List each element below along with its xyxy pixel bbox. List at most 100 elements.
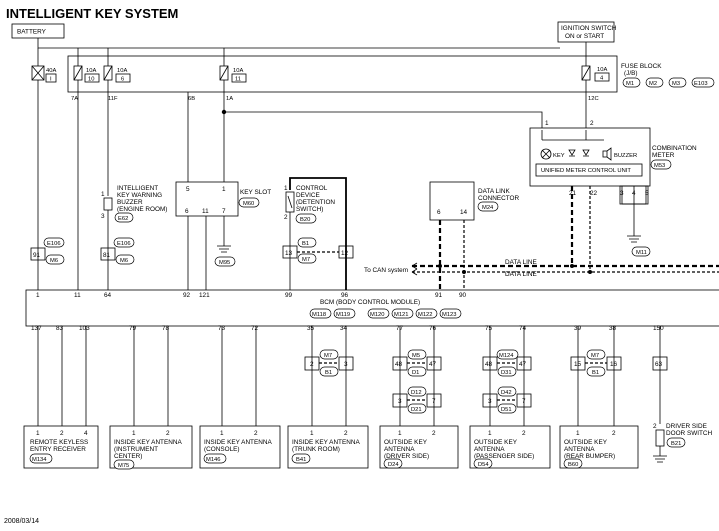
mid-junction-code: D31 — [501, 370, 512, 376]
bcm-pin-top: 64 — [104, 292, 112, 299]
mid-junction: 48 47 M124 D31 — [482, 349, 532, 377]
bcm-connector: M120 — [370, 312, 385, 318]
mid-junction: 15 16 M7 B1 — [570, 349, 622, 377]
bcm-connector: M122 — [418, 312, 433, 318]
receiver-pin: 1 — [220, 430, 224, 437]
data-link-pin: 6 — [437, 209, 441, 216]
mid-junction-pin: 3 — [398, 398, 402, 405]
junction-code: E106 — [47, 241, 61, 247]
key-slot-pin: 1 — [222, 186, 226, 193]
outside-key-antenna-driver-side: 1 2 OUTSIDE KEY ANTENNA (DRIVER SIDE) D2… — [379, 425, 459, 469]
key-slot-pin: 5 — [186, 186, 190, 193]
mid-junction-pin: 47 — [519, 361, 527, 368]
receiver-connector: D24 — [388, 462, 399, 468]
data-link-connector-code: M24 — [482, 205, 494, 211]
junction-code: M7 — [302, 257, 310, 263]
fuse-terminal: 11F — [108, 96, 118, 102]
bcm-pin-bottom: 74 — [519, 325, 527, 332]
receiver-pin: 2 — [432, 430, 436, 437]
fuse-amp: 10A — [86, 68, 96, 74]
bcm-pin-bottom: 137 — [31, 325, 42, 332]
speaker-icon — [602, 147, 612, 161]
diagram-title: INTELLIGENT KEY SYSTEM — [6, 6, 178, 21]
fusible-link-amp: 40A — [46, 68, 56, 74]
bcm-pin-top: 90 — [459, 292, 467, 299]
bcm-connector: M121 — [394, 312, 409, 318]
bcm-pin-top: 92 — [183, 292, 191, 299]
mid-junction-pin: 48 — [395, 361, 403, 368]
bcm-pin-bottom: 72 — [251, 325, 259, 332]
fuse-block-sublabel: (J/B) — [624, 70, 638, 77]
data-link-label: DATA LINK — [478, 188, 510, 195]
buzzer-pin-bottom: 3 — [101, 213, 105, 220]
meter-label: METER — [652, 152, 675, 159]
bcm-label: BCM (BODY CONTROL MODULE) — [320, 299, 420, 306]
fuse-num: 11 — [235, 77, 241, 83]
receiver-pin: 1 — [488, 430, 492, 437]
diode-icon — [568, 149, 576, 157]
mid-junction-pin: 3 — [344, 361, 348, 368]
mid-junction-code: B1 — [592, 370, 599, 376]
fuse-block-connectors: M1 M2 M3 E103 — [622, 77, 715, 88]
inside-key-antenna-trunk-room: 1 2 INSIDE KEY ANTENNA (TRUNK ROOM) B41 — [287, 425, 369, 469]
buzzer-label: BUZZER — [117, 199, 143, 206]
key-slot-label: KEY SLOT — [240, 189, 271, 196]
buzzer-label: KEY WARNING — [117, 192, 162, 199]
receiver-pin: 2 — [166, 430, 170, 437]
remote-keyless-entry-receiver: 1 2 4 REMOTE KEYLESS ENTRY RECEIVER M134 — [23, 425, 99, 469]
buzzer-label: (ENGINE ROOM) — [117, 206, 167, 213]
meter-pin: 5 — [645, 190, 649, 197]
mid-junction: 3 7 D12 D21 — [392, 386, 442, 414]
receiver-connector: B41 — [296, 457, 306, 463]
door-switch-connector: B21 — [671, 441, 681, 447]
diode-icon — [582, 149, 590, 157]
bcm-module: BCM (BODY CONTROL MODULE) M118 M119 M120… — [25, 289, 719, 332]
receiver-pin: 2 — [60, 430, 64, 437]
meter-pin: 2 — [590, 120, 594, 127]
control-device-label: SWITCH) — [296, 206, 323, 213]
receiver-pin: 4 — [84, 430, 88, 437]
receiver-label: ANTENNA — [384, 446, 415, 453]
mid-junction: 63 — [652, 356, 668, 371]
receiver-label: (TRUNK ROOM) — [292, 446, 340, 453]
meter-pin: 1 — [545, 120, 549, 127]
door-switch-label: DOOR SWITCH — [666, 430, 713, 437]
data-link-connector: 6 14 DATA LINK CONNECTOR M24 — [429, 181, 519, 221]
buzzer-pin-top: 1 — [101, 191, 105, 198]
fuse-terminal: 12C — [588, 96, 599, 102]
junction-code: E106 — [117, 241, 131, 247]
receiver-label: ENTRY RECEIVER — [30, 446, 86, 453]
control-device-label: DEVICE — [296, 192, 320, 199]
junction-code: M6 — [50, 258, 58, 264]
key-warning-buzzer: 1 3 INTELLIGENT KEY WARNING BUZZER (ENGI… — [101, 185, 167, 223]
mid-junction-code: M7 — [591, 353, 599, 359]
bcm-pin-bottom: 79 — [129, 325, 137, 332]
meter-buzzer-label: BUZZER — [614, 153, 637, 159]
mid-junction-code: D21 — [411, 407, 422, 413]
data-line-label: DATA LINE — [505, 259, 537, 266]
fuse-block-label: FUSE BLOCK — [621, 63, 662, 70]
bcm-pin-bottom: 78 — [162, 325, 170, 332]
data-link-label: CONNECTOR — [478, 195, 519, 202]
mid-junction: 3 7 D42 D51 — [482, 386, 532, 414]
bcm-pin-bottom: 103 — [79, 325, 90, 332]
mid-junction-pin: 15 — [574, 361, 582, 368]
junction-connector: E106 81 M6 — [100, 237, 135, 265]
bcm-pin-bottom: 150 — [653, 325, 664, 332]
meter-unit-label: UNIFIED METER CONTROL UNIT — [541, 168, 631, 174]
key-slot-ground-connector: M95 — [219, 260, 230, 266]
receiver-label: (PASSENGER SIDE) — [474, 453, 534, 460]
key-lamp-icon — [540, 148, 552, 160]
control-device-label: (DETENTION — [296, 199, 335, 206]
meter-pin: 22 — [590, 190, 598, 197]
receiver-label: ANTENNA — [564, 446, 595, 453]
diagram-date: 2008/03/14 — [4, 518, 39, 525]
receiver-label: REMOTE KEYLESS — [30, 439, 88, 446]
mid-junction: 48 47 M5 D1 — [392, 349, 442, 377]
meter-ground-connector: M11 — [636, 250, 647, 256]
key-slot: 5 1 6 11 7 KEY SLOT M60 — [175, 181, 271, 217]
receiver-connector: M134 — [32, 457, 47, 463]
inside-key-antenna-console: 1 2 INSIDE KEY ANTENNA (CONSOLE) M146 — [199, 425, 281, 469]
receiver-pin: 2 — [522, 430, 526, 437]
